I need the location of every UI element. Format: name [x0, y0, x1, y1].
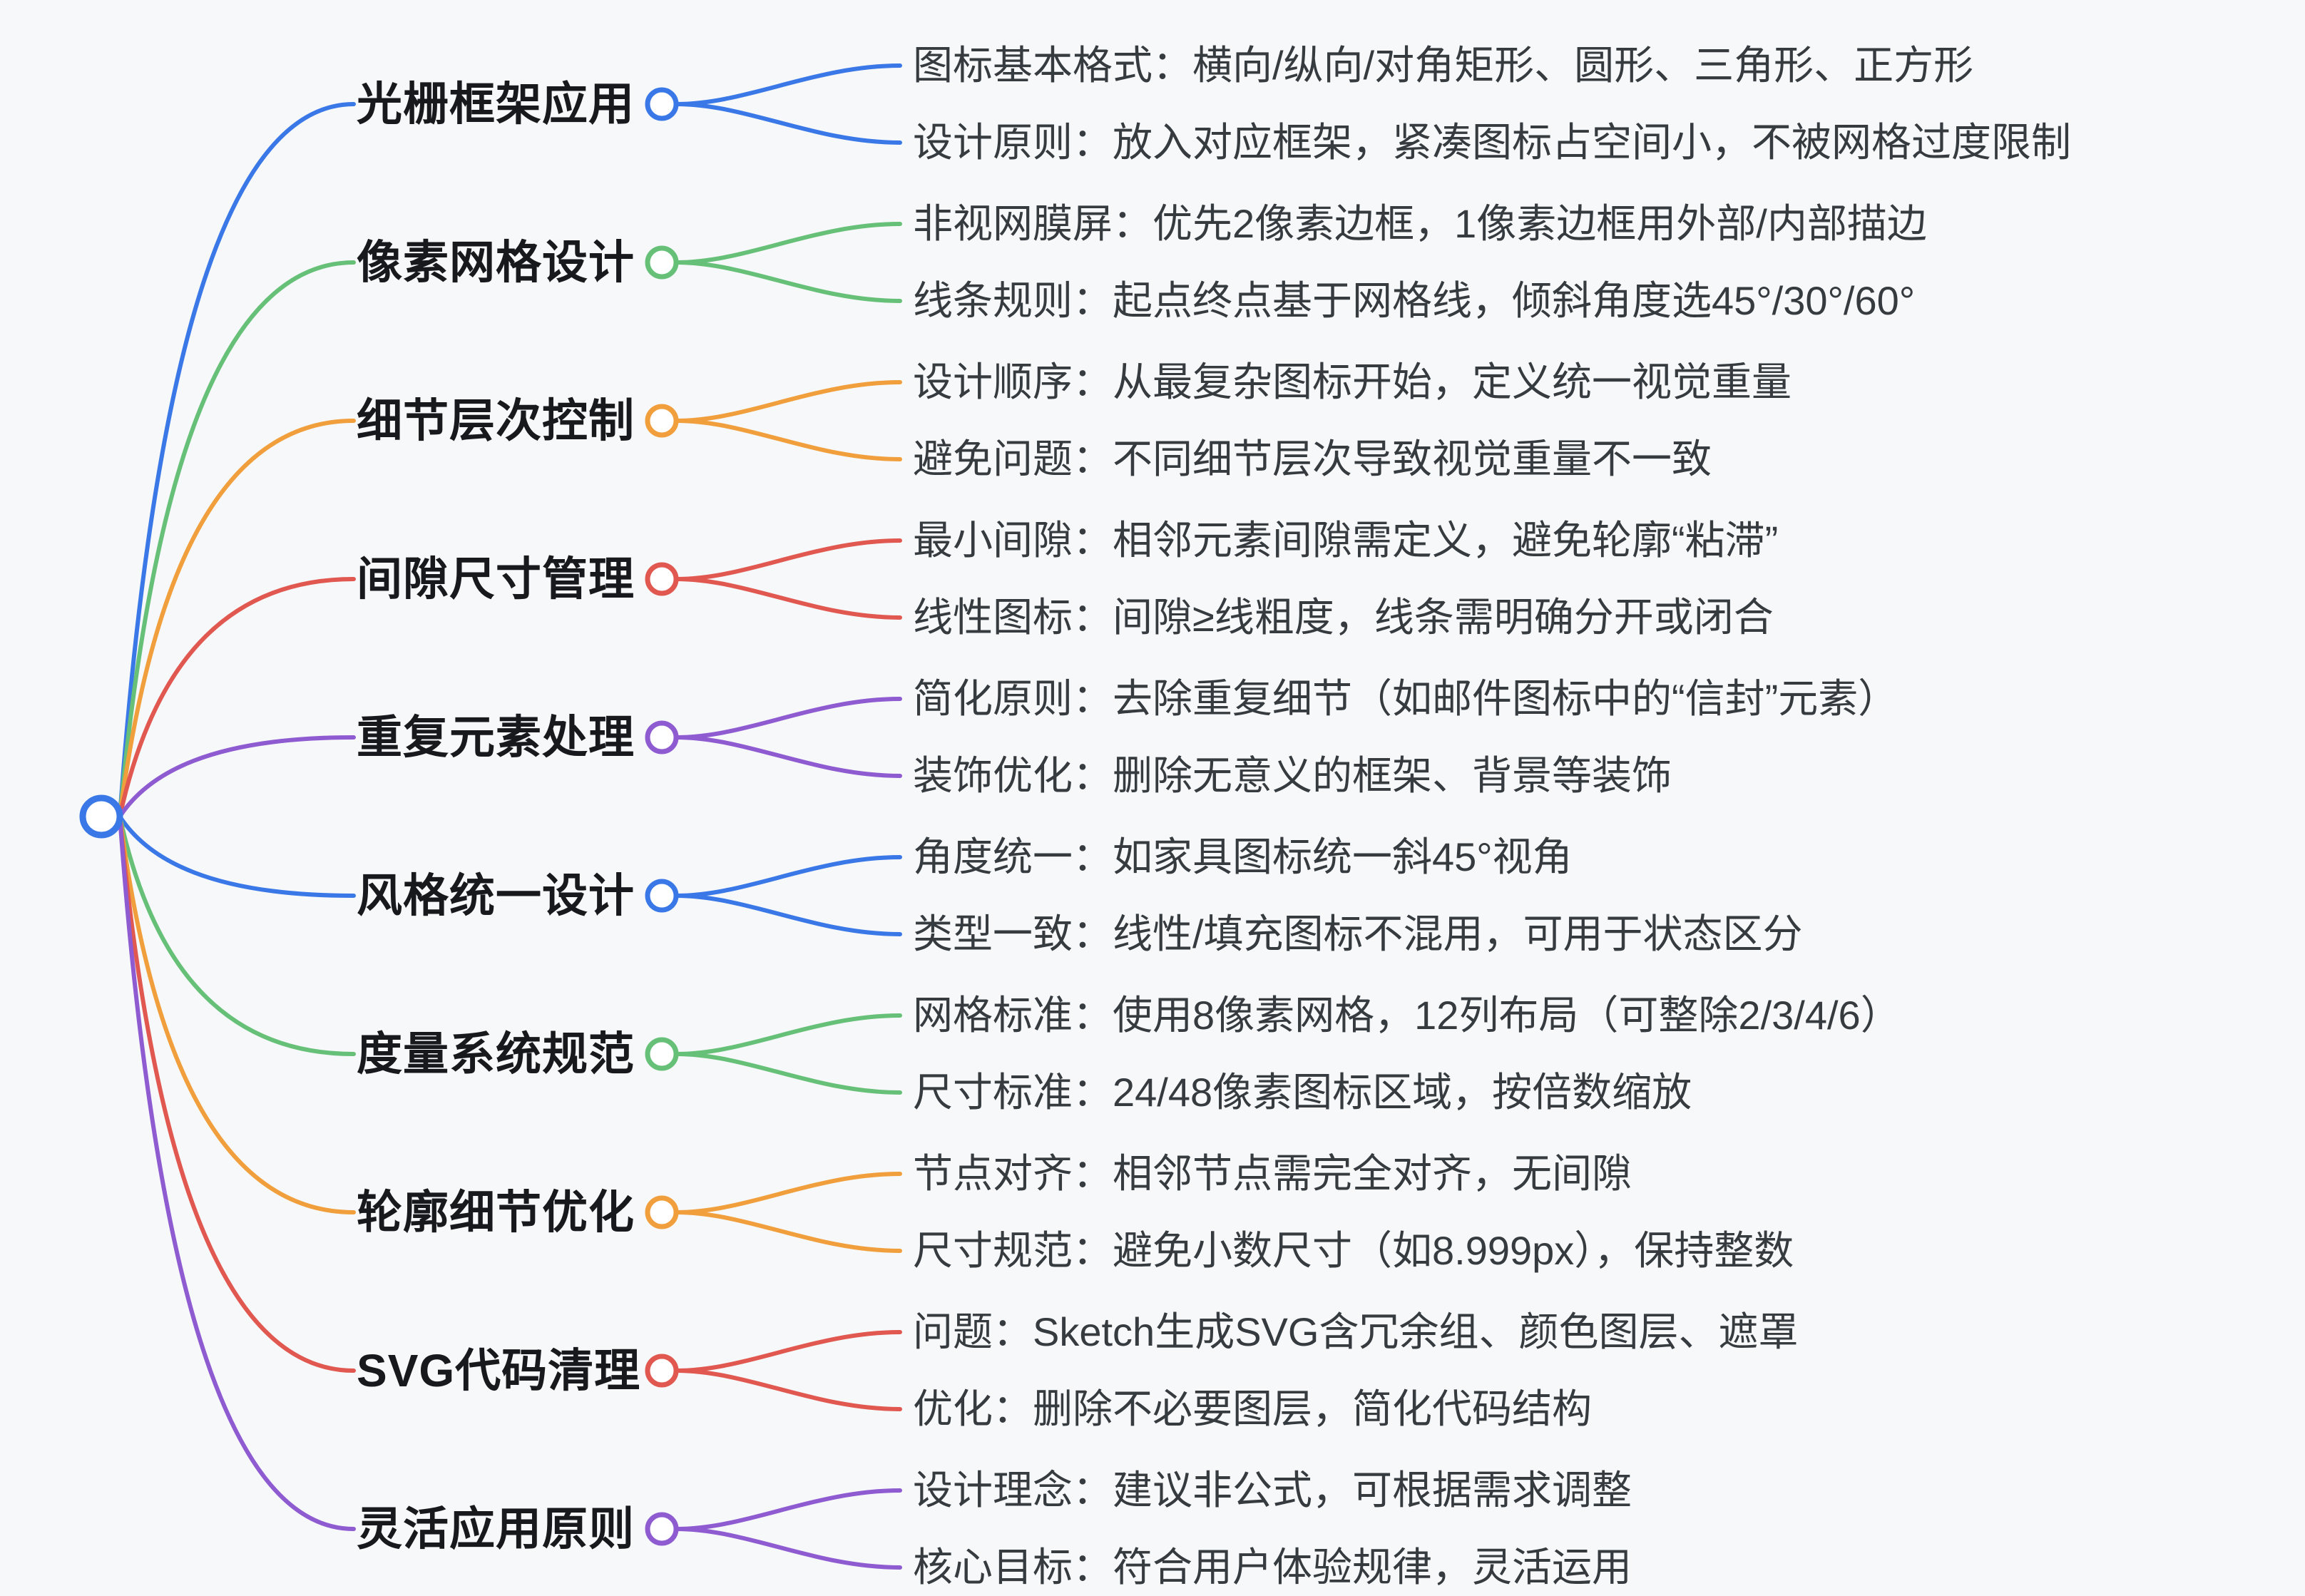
leaf-node[interactable]: 图标基本格式：横向/纵向/对角矩形、圆形、三角形、正方形: [913, 43, 1974, 88]
topic-node[interactable]: 度量系统规范: [357, 1028, 635, 1080]
leaf-curve: [674, 894, 902, 936]
leaf-node[interactable]: 网格标准：使用8像素网格，12列布局（可整除2/3/4/6）: [913, 993, 1901, 1038]
leaf-curve: [674, 1330, 902, 1373]
branch-curve: [118, 419, 356, 819]
leaf-node[interactable]: 节点对齐：相邻节点需完全对齐，无间隙: [913, 1151, 1632, 1196]
leaf-curve: [674, 102, 902, 145]
leaf-curve: [674, 1527, 902, 1570]
leaf-curve: [674, 63, 902, 106]
topic-node[interactable]: 光栅框架应用: [357, 78, 635, 130]
branch-curve: [118, 577, 356, 819]
branch-handle[interactable]: [645, 1354, 679, 1388]
leaf-curve: [674, 1369, 902, 1411]
branch-curve: [118, 814, 356, 1531]
branch-handle[interactable]: [645, 562, 679, 596]
branch-handle[interactable]: [645, 1195, 679, 1229]
branch-curve: [118, 260, 356, 819]
leaf-curve: [674, 577, 902, 620]
leaf-node[interactable]: 设计理念：建议非公式，可根据需求调整: [913, 1468, 1632, 1513]
leaf-curve: [674, 380, 902, 423]
topic-node[interactable]: 轮廓细节优化: [357, 1187, 635, 1238]
branch-handle[interactable]: [645, 1037, 679, 1071]
leaf-curve: [674, 855, 902, 898]
branch-handle[interactable]: [645, 720, 679, 754]
branch-curve: [118, 814, 356, 1373]
leaf-curve: [674, 1052, 902, 1095]
leaf-node[interactable]: 核心目标：符合用户体验规律，灵活运用: [913, 1545, 1632, 1590]
branch-handle[interactable]: [645, 1512, 679, 1546]
leaf-node[interactable]: 优化：删除不必要图层，简化代码结构: [913, 1386, 1592, 1431]
leaf-node[interactable]: 尺寸标准：24/48像素图标区域，按倍数缩放: [913, 1070, 1692, 1115]
leaf-node[interactable]: 避免问题：不同细节层次导致视觉重量不一致: [913, 436, 1712, 481]
branch-handle[interactable]: [645, 879, 679, 913]
branch-handle[interactable]: [645, 245, 679, 280]
leaf-node[interactable]: 线条规则：起点终点基于网格线，倾斜角度选45°/30°/60°: [913, 278, 1916, 323]
leaf-curve: [674, 1172, 902, 1214]
leaf-curve: [674, 1488, 902, 1531]
topic-node[interactable]: 像素网格设计: [357, 237, 635, 288]
topic-node[interactable]: 细节层次控制: [357, 395, 635, 446]
leaf-curve: [674, 735, 902, 778]
leaf-curve: [674, 419, 902, 461]
leaf-node[interactable]: 非视网膜屏：优先2像素边框，1像素边框用外部/内部描边: [913, 201, 1927, 246]
branch-curve: [118, 735, 356, 819]
leaf-curve: [674, 1210, 902, 1253]
topic-node[interactable]: 重复元素处理: [357, 712, 635, 763]
leaf-node[interactable]: 类型一致：线性/填充图标不混用，可用于状态区分: [913, 911, 1803, 956]
topic-node[interactable]: SVG代码清理: [357, 1345, 641, 1396]
leaf-curve: [674, 260, 902, 303]
leaf-node[interactable]: 设计顺序：从最复杂图标开始，定义统一视觉重量: [913, 359, 1792, 404]
leaf-node[interactable]: 简化原则：去除重复细节（如邮件图标中的“信封”元素）: [913, 676, 1898, 721]
topic-node[interactable]: 间隙尺寸管理: [357, 553, 635, 605]
branch-handle[interactable]: [645, 404, 679, 438]
branch-handle[interactable]: [645, 87, 679, 121]
leaf-curve: [674, 697, 902, 740]
leaf-curve: [674, 1013, 902, 1056]
branch-curve: [118, 814, 356, 1056]
leaf-node[interactable]: 线性图标：间隙≥线粗度，线条需明确分开或闭合: [913, 595, 1774, 640]
branch-curve: [118, 814, 356, 1214]
branch-curve: [118, 102, 356, 819]
leaf-node[interactable]: 问题：Sketch生成SVG含冗余组、颜色图层、遮罩: [913, 1309, 1799, 1354]
leaf-node[interactable]: 最小间隙：相邻元素间隙需定义，避免轮廓“粘滞”: [913, 518, 1779, 563]
leaf-curve: [674, 538, 902, 581]
topic-node[interactable]: 灵活应用原则: [357, 1503, 635, 1555]
branch-curve: [118, 814, 356, 898]
leaf-node[interactable]: 装饰优化：删除无意义的框架、背景等装饰: [913, 753, 1672, 798]
root-node-handle[interactable]: [79, 794, 123, 839]
leaf-node[interactable]: 尺寸规范：避免小数尺寸（如8.999px），保持整数: [913, 1228, 1794, 1273]
leaf-node[interactable]: 设计原则：放入对应框架，紧凑图标占空间小，不被网格过度限制: [913, 120, 2071, 165]
leaf-curve: [674, 222, 902, 265]
topic-node[interactable]: 风格统一设计: [357, 870, 635, 921]
leaf-node[interactable]: 角度统一：如家具图标统一斜45°视角: [913, 834, 1573, 879]
